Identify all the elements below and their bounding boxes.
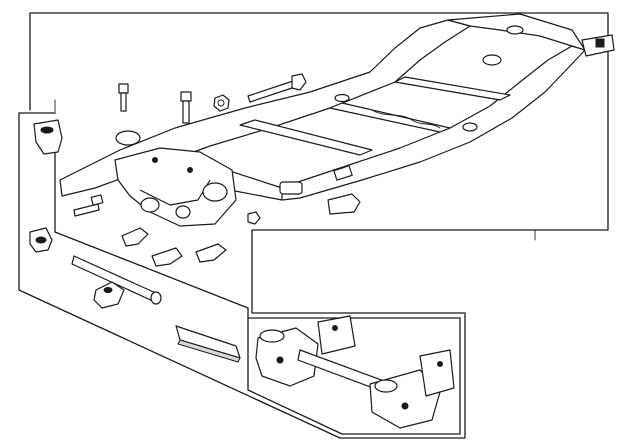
mount-bolt-center (180, 91, 192, 124)
mount-bolt-short (118, 83, 129, 112)
front-crossmember (114, 147, 237, 227)
crossmember-group-bracket (18, 99, 466, 439)
rear-crossmember-detail-box (247, 307, 461, 435)
insulator-upper (29, 227, 53, 253)
nut (213, 94, 230, 112)
skid-plate (93, 281, 125, 309)
rear-crossmember (255, 315, 455, 429)
mount-bolt-long (247, 73, 307, 103)
main-frame-assembly-box (29, 12, 609, 309)
support-rod (71, 255, 162, 305)
rear-bumper-bracket (175, 193, 361, 363)
mount-bolt-small (73, 194, 104, 217)
insulator-lower (121, 211, 261, 267)
body-mount-bracket (33, 119, 63, 155)
